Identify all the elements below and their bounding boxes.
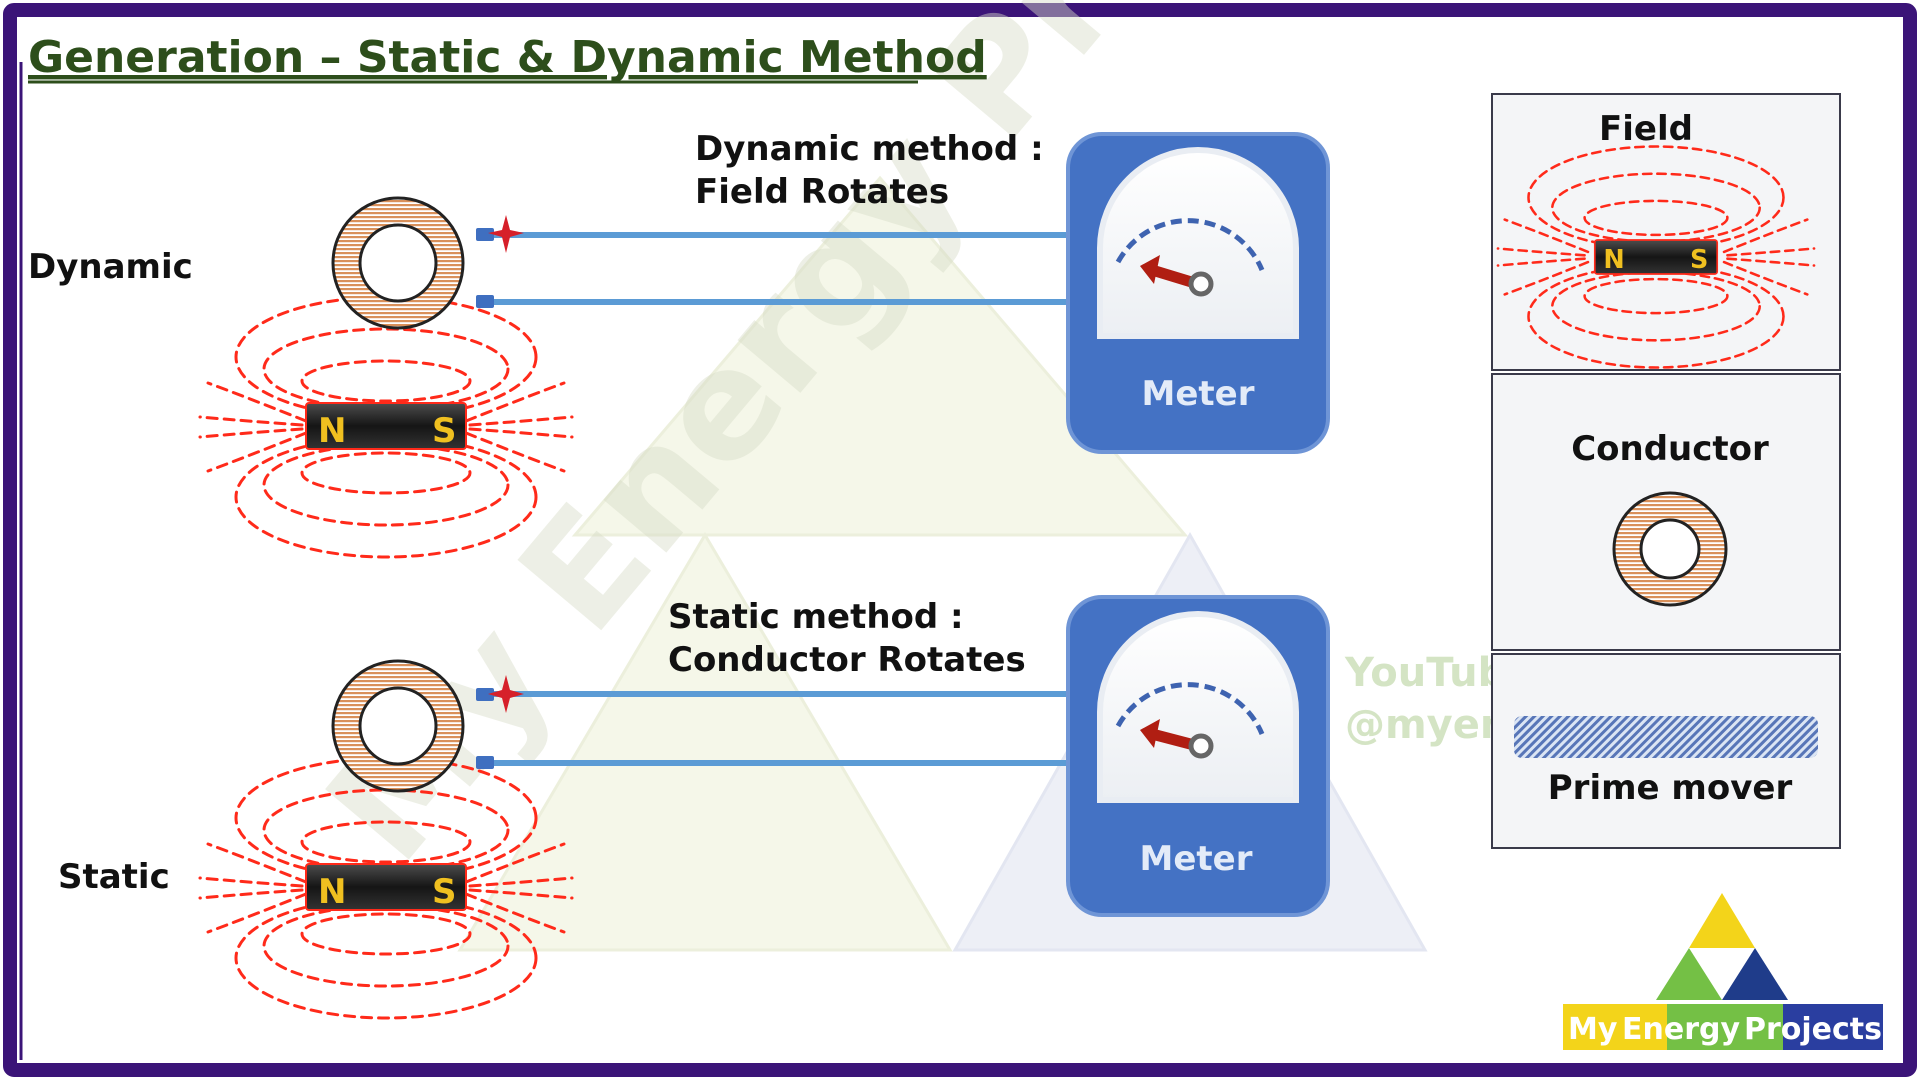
brand-logo-triangles bbox=[1656, 893, 1788, 1000]
static-method-line1: Static method : bbox=[668, 597, 964, 637]
legend-panel: Field N S Conductor Prime mover bbox=[1491, 93, 1841, 849]
dynamic-method-line2: Field Rotates bbox=[695, 172, 949, 212]
slide-frame bbox=[3, 3, 1917, 1077]
static-magnet-north: N bbox=[318, 872, 346, 912]
static-conductor-coil bbox=[331, 659, 465, 793]
dynamic-conductor-coil bbox=[331, 196, 465, 330]
static-terminal-top bbox=[476, 688, 494, 701]
page-title: Generation – Static & Dynamic Method bbox=[28, 32, 987, 83]
dynamic-magnet: N S bbox=[305, 402, 467, 451]
legend-magnet-north: N bbox=[1603, 245, 1624, 275]
static-method-line2: Conductor Rotates bbox=[668, 640, 1026, 680]
legend-prime-mover-swatch bbox=[1514, 716, 1818, 758]
static-magnet-south: S bbox=[432, 872, 457, 912]
static-spark-icon bbox=[488, 675, 524, 713]
legend-conductor-label: Conductor bbox=[1571, 429, 1769, 469]
legend-prime-mover-label: Prime mover bbox=[1548, 768, 1793, 808]
brand-logo-projects: Projects bbox=[1744, 1012, 1882, 1047]
dynamic-magnet-north: N bbox=[318, 411, 346, 451]
dynamic-spark-icon bbox=[488, 215, 524, 253]
static-meter: Meter bbox=[1066, 595, 1330, 917]
static-meter-label: Meter bbox=[1140, 839, 1253, 879]
brand-logo-my: My bbox=[1568, 1012, 1618, 1047]
brand-logo-energy: Energy bbox=[1622, 1012, 1740, 1047]
static-terminal-bottom bbox=[476, 756, 494, 769]
dynamic-method-line1: Dynamic method : bbox=[695, 129, 1044, 169]
legend-magnet-south: S bbox=[1690, 245, 1708, 275]
brand-logo: My Energy Projects bbox=[1563, 893, 1883, 1050]
dynamic-magnet-south: S bbox=[432, 411, 457, 451]
legend-conductor-coil bbox=[1612, 491, 1728, 607]
dynamic-meter: Meter bbox=[1066, 132, 1330, 454]
dynamic-terminal-bottom bbox=[476, 295, 494, 308]
dynamic-terminal-top bbox=[476, 228, 494, 241]
static-magnet: N S bbox=[305, 863, 467, 912]
static-label: Static bbox=[58, 857, 170, 897]
dynamic-meter-label: Meter bbox=[1142, 374, 1255, 414]
legend-field-label: Field bbox=[1599, 109, 1693, 149]
dynamic-label: Dynamic bbox=[28, 247, 193, 287]
